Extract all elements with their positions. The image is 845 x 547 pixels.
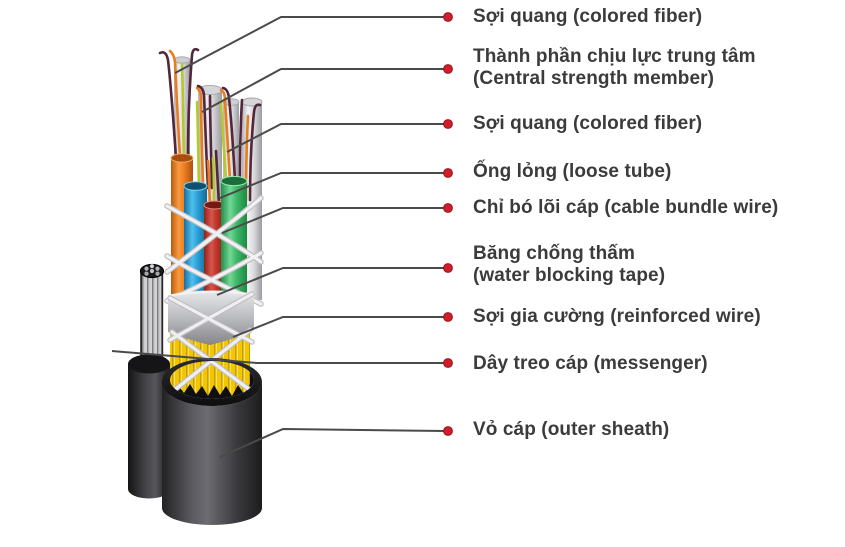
- label-dot: [443, 358, 453, 368]
- label-dot: [443, 263, 453, 273]
- label-messenger: Dây treo cáp (messenger): [473, 353, 708, 374]
- label-dot: [443, 426, 453, 436]
- leader-line: [111, 350, 444, 364]
- outer-sheath-body: [162, 382, 262, 525]
- leader-lines: [111, 16, 445, 458]
- leader-line: [219, 427, 445, 458]
- leader-line: [201, 68, 444, 113]
- colored-fibers: [158, 47, 262, 207]
- label-central-strength-member: Thành phần chịu lực trung tâm (Central s…: [473, 46, 756, 89]
- leader-line: [232, 316, 444, 338]
- leader-line: [216, 267, 444, 296]
- label-water-blocking-tape: Băng chống thấm (water blocking tape): [473, 243, 666, 286]
- leader-line: [221, 207, 444, 234]
- label-dots: [443, 12, 453, 436]
- label-dot: [443, 12, 453, 22]
- label-outer-sheath: Vỏ cáp (outer sheath): [473, 419, 670, 440]
- label-cable-bundle-wire: Chỉ bó lõi cáp (cable bundle wire): [473, 197, 779, 218]
- label-dot: [443, 312, 453, 322]
- messenger-jacket: [128, 354, 170, 499]
- label-colored-fiber-mid: Sợi quang (colored fiber): [473, 113, 703, 134]
- label-dot: [443, 119, 453, 129]
- leader-line: [219, 172, 444, 199]
- messenger-steel-strands: [141, 270, 163, 366]
- messenger-wire: [128, 263, 170, 499]
- label-colored-fiber-top: Sợi quang (colored fiber): [473, 6, 703, 27]
- label-dot: [443, 203, 453, 213]
- label-reinforced-wire: Sợi gia cường (reinforced wire): [473, 306, 761, 327]
- label-dot: [443, 64, 453, 74]
- leader-line: [174, 16, 444, 74]
- label-loose-tube: Ống lỏng (loose tube): [473, 161, 672, 182]
- leader-line: [226, 123, 444, 153]
- label-dot: [443, 168, 453, 178]
